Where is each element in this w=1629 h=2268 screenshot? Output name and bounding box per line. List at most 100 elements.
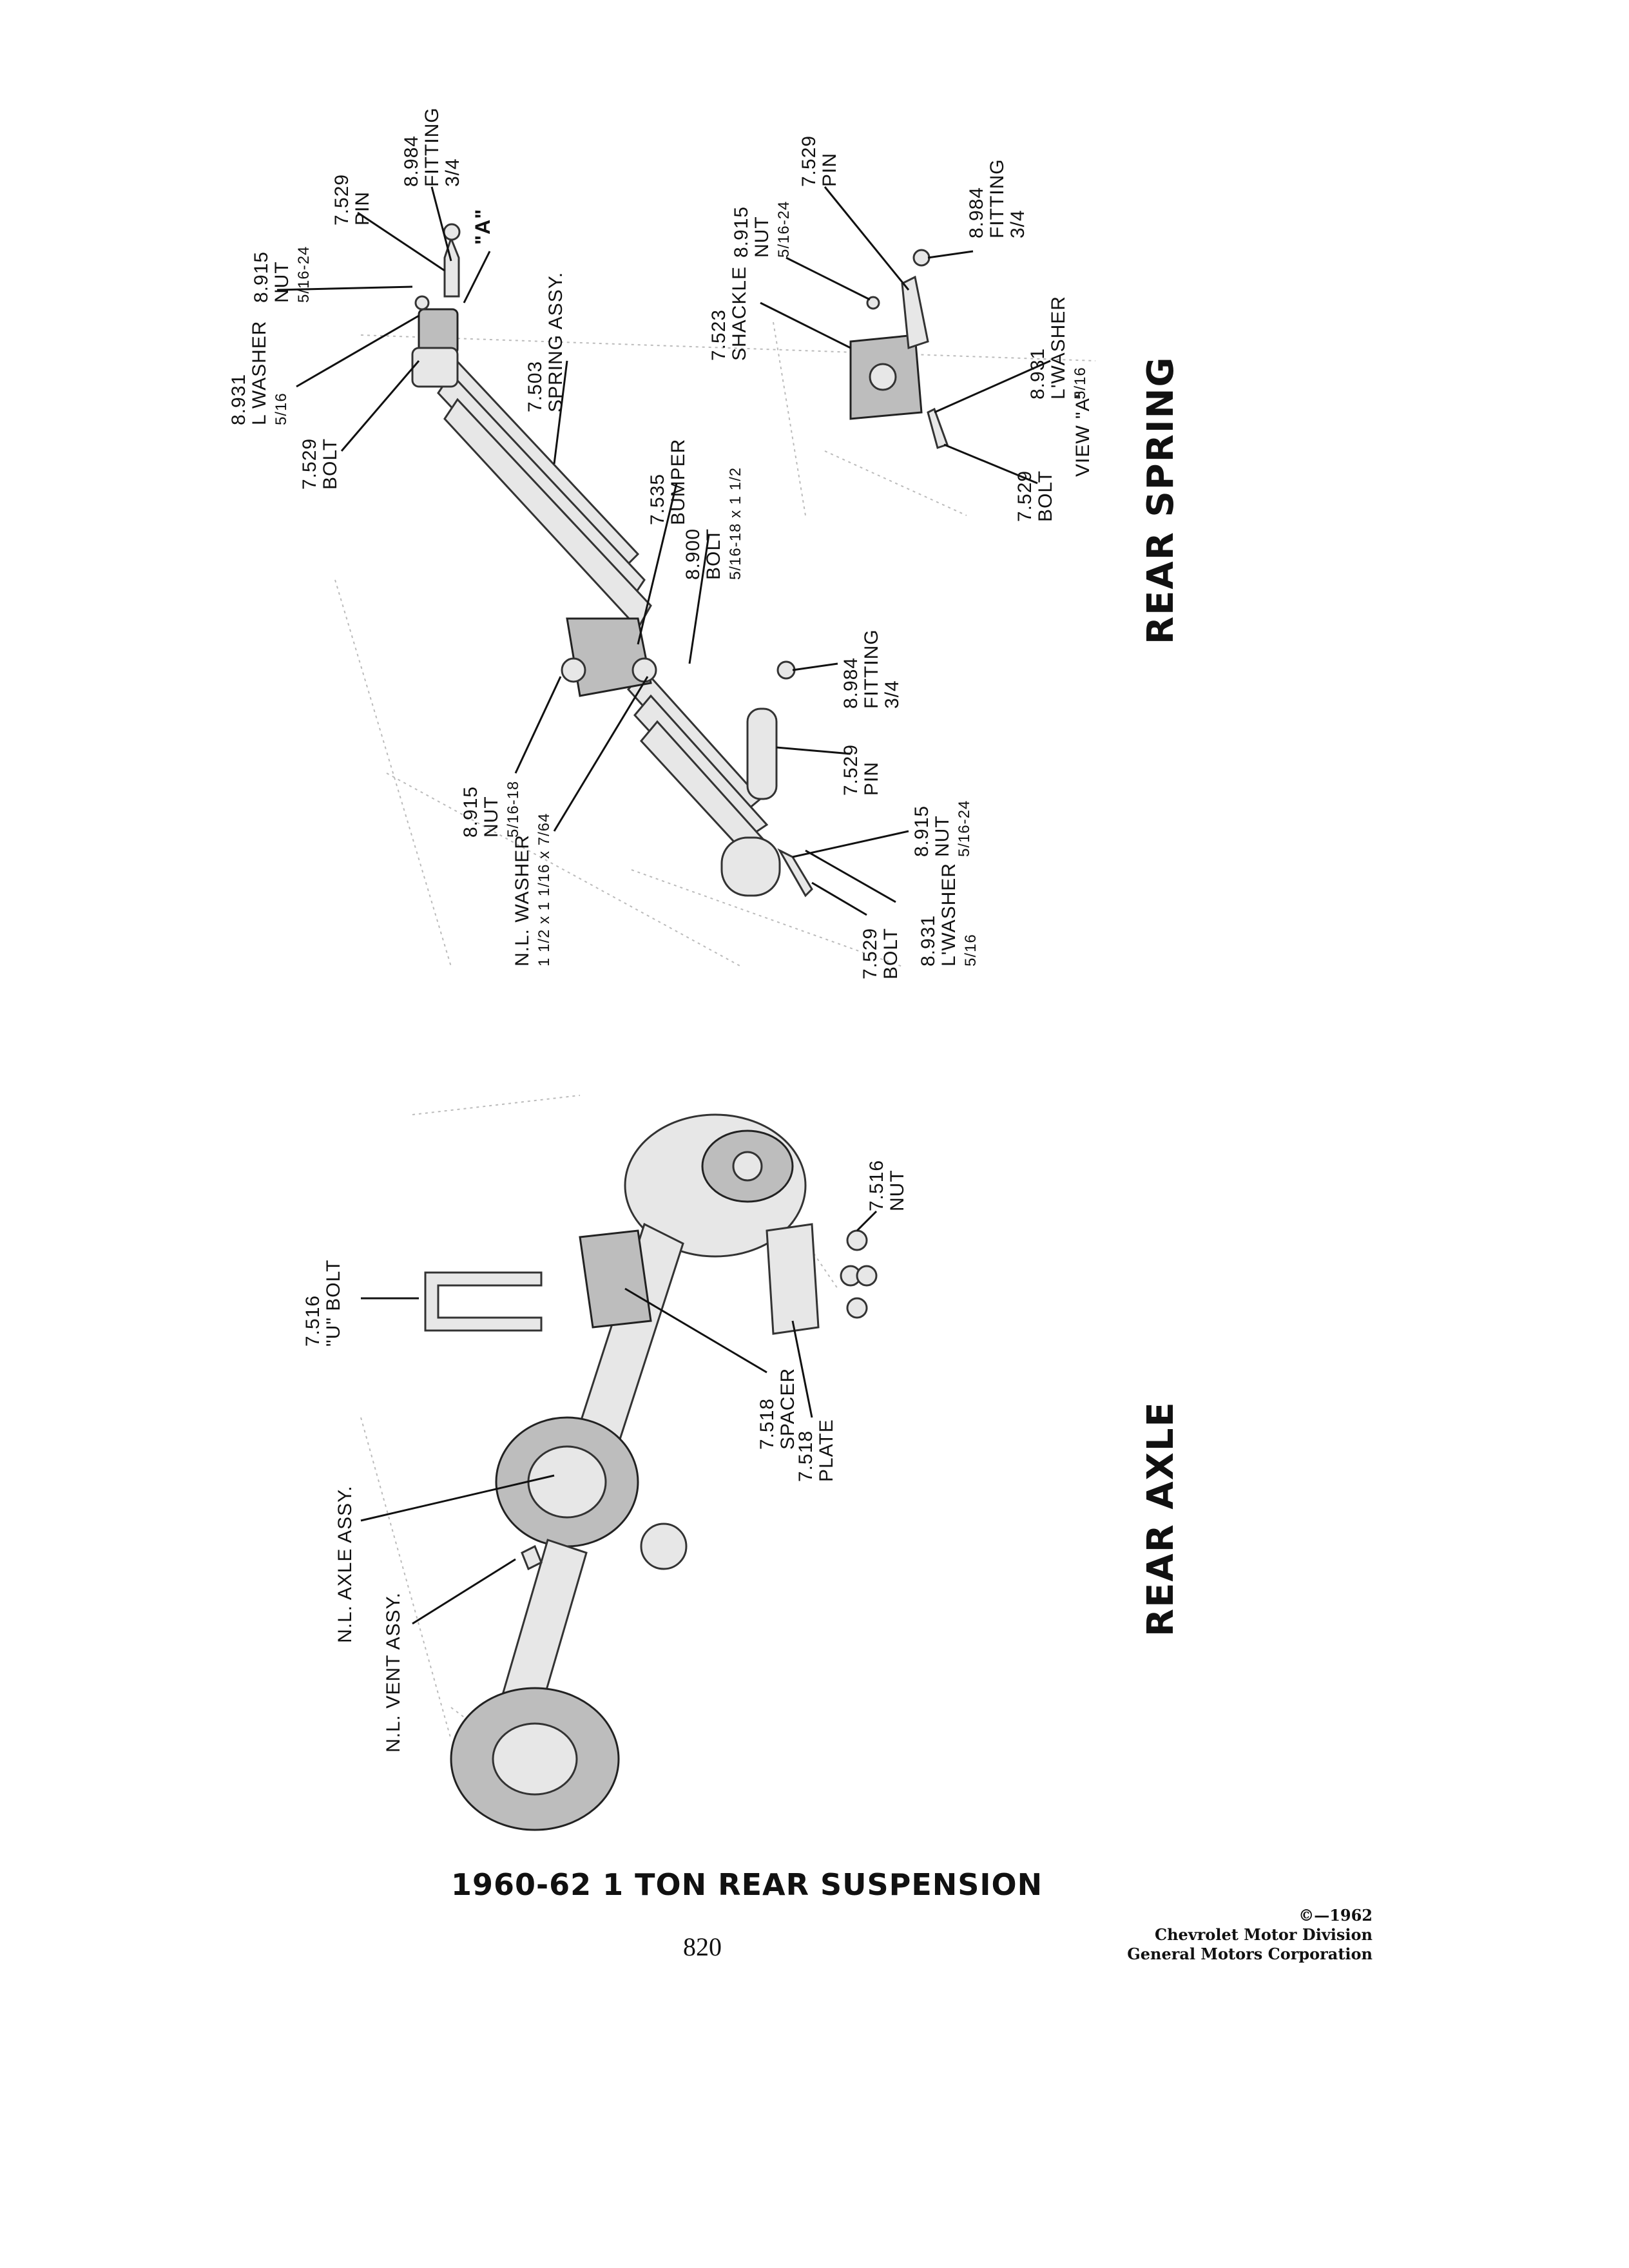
- va-lwasher-8931-size: 5/16: [1072, 367, 1089, 399]
- copyright-block: ©—1962 Chevrolet Motor Division General …: [1089, 1906, 1373, 1964]
- rear-spring-leaders: [276, 186, 1051, 916]
- va-shackle-7523-num: 7.523: [708, 309, 729, 361]
- fitting-8984-top-size: 3/4: [442, 158, 463, 187]
- axle-plate-7518-name: PLATE: [816, 1419, 837, 1482]
- lwasher-8931-top-size: 5/16: [273, 392, 290, 425]
- va-nut-8915-size: 5/16-24: [775, 201, 793, 258]
- axle-nut-7516-num: 7.516: [866, 1160, 887, 1211]
- svg-text:7.529 BOLT: 7.529 BOLT: [1014, 465, 1056, 522]
- nut-8915-low-name: NUT: [932, 816, 953, 857]
- svg-text:7.518 PLATE: 7.518 PLATE: [795, 1419, 837, 1482]
- svg-text:7.529 PIN: 7.529 PIN: [840, 738, 882, 796]
- svg-text:8.915 NUT 5/16-24: 8.915 NUT 5/16-24: [251, 245, 313, 303]
- va-nut-8915-num: 8.915: [731, 206, 752, 258]
- va-pin-7529-num: 7.529: [798, 135, 820, 187]
- nut-8915-top-num: 8.915: [251, 251, 272, 303]
- va-fitting-8984-size: 3/4: [1007, 209, 1028, 238]
- shackle-view-a: [773, 249, 967, 516]
- svg-text:N.L. VENT ASSY.: N.L. VENT ASSY.: [383, 1592, 404, 1753]
- spring-callouts: 8.984 FITTING 3/4 7.529 PIN 8.915 NUT 5/…: [228, 101, 979, 979]
- axle-brake-drum-left: [450, 1687, 620, 1831]
- lwasher-8931-low-num: 8.931: [918, 915, 939, 966]
- axle-nuts: [840, 1229, 878, 1319]
- rear-axle-drawing: [360, 1095, 878, 1831]
- nl-washer-size: 1 1/2 x 1 1/16 x 7/64: [535, 813, 553, 967]
- va-lwasher-8931-name: L'WASHER: [1048, 296, 1069, 399]
- nut-8915-mid-num: 8.915: [460, 786, 481, 838]
- view-a-marker: "A": [471, 209, 494, 245]
- bolt-7529-top-num: 7.529: [299, 438, 320, 490]
- svg-text:7.529 BOLT: 7.529 BOLT: [860, 922, 901, 979]
- fitting-8984-mid-num: 8.984: [840, 657, 862, 709]
- svg-text:8.915 NUT 5/16-24: 8.915 NUT 5/16-24: [731, 200, 793, 258]
- va-shackle-7523-name: SHACKLE: [729, 266, 750, 361]
- section-title-rear-axle: REAR AXLE: [1140, 1401, 1182, 1637]
- axle-housing: [495, 1222, 688, 1709]
- svg-text:7.503 SPRING ASSY.: 7.503 SPRING ASSY.: [525, 272, 566, 412]
- fitting-8984-mid-name: FITTING: [861, 629, 882, 709]
- axle-plate-7518-num: 7.518: [795, 1430, 816, 1482]
- nut-8915-top-name: NUT: [271, 262, 293, 303]
- svg-text:7.529 PIN: 7.529 PIN: [331, 168, 373, 226]
- svg-text:8.984 FITTING 3/4: 8.984 FITTING 3/4: [840, 623, 903, 709]
- lwasher-8931-top-name: L WASHER: [249, 321, 270, 425]
- bumper-7535-name: BUMPER: [668, 439, 689, 525]
- nut-8915-mid-size: 5/16-18: [505, 781, 522, 838]
- axle-nut-7516-name: NUT: [887, 1169, 908, 1211]
- va-fitting-8984-num: 8.984: [966, 187, 987, 238]
- spring-front-hanger: [411, 223, 461, 388]
- svg-text:7.535 BUMPER: 7.535 BUMPER: [647, 439, 689, 525]
- spring-assy-7503-num: 7.503: [525, 361, 546, 412]
- axle-ubolt-7516-num: 7.516: [302, 1295, 323, 1347]
- va-lwasher-8931-num: 8.931: [1027, 348, 1048, 399]
- svg-text:8.984 FITTING 3/4: 8.984 FITTING 3/4: [401, 101, 463, 187]
- section-title-rear-spring: REAR SPRING: [1140, 356, 1182, 645]
- pin-7529-mid-num: 7.529: [840, 744, 862, 796]
- spring-assy-7503-name: SPRING ASSY.: [545, 272, 566, 412]
- lwasher-8931-low-name: L'WASHER: [938, 863, 959, 966]
- svg-text:8.900 BOLT 5/16-18: 8.900 BOLT 5/16-18 x 1 1/2: [682, 467, 744, 580]
- svg-text:7.518 SPACER: 7.518 SPACER: [757, 1368, 798, 1450]
- svg-text:7.516 "U" BOLT: 7.516 "U" BOLT: [302, 1260, 344, 1347]
- pin-7529-mid-name: PIN: [861, 762, 882, 796]
- bolt-7529-top-name: BOLT: [320, 438, 341, 490]
- axle-brake-drum-right: [624, 1113, 807, 1258]
- axle-vent: [521, 1544, 543, 1571]
- svg-text:7.529 BOLT: 7.529 BOLT: [299, 432, 341, 490]
- axle-assy-label: N.L. AXLE ASSY.: [334, 1485, 356, 1643]
- fitting-8984-top-name: FITTING: [421, 107, 443, 187]
- va-pin-7529-name: PIN: [819, 153, 840, 187]
- page-number: 820: [683, 1932, 722, 1961]
- bolt-7529-low-num: 7.529: [860, 928, 881, 979]
- svg-text:8.931 L WASHER 5/1: 8.931 L WASHER 5/16: [228, 314, 290, 425]
- rear-spring-drawing: [334, 223, 1096, 967]
- nut-8915-low-size: 5/16-24: [956, 800, 973, 857]
- bolt-8900-size: 5/16-18 x 1 1/2: [727, 467, 744, 580]
- vent-assy-label: N.L. VENT ASSY.: [383, 1592, 404, 1753]
- view-a-caption: VIEW "A": [1072, 390, 1094, 477]
- view-a-callouts: 7.529 PIN 8.915 NUT 5/16-24 8.984 FITTIN…: [708, 130, 1094, 522]
- bolt-8900-num: 8.900: [682, 528, 704, 580]
- pin-7529-top-name: PIN: [352, 191, 373, 226]
- axle-ubolt-7516-name: "U" BOLT: [323, 1260, 344, 1347]
- axle-spacer-7518-num: 7.518: [757, 1398, 778, 1450]
- lwasher-8931-top-num: 8.931: [228, 374, 249, 425]
- rear-axle-leaders: [360, 1210, 878, 1625]
- svg-text:8.931 L'WASHER 5/1: 8.931 L'WASHER 5/16: [1027, 290, 1089, 399]
- svg-text:N.L. AXLE ASSY.: N.L. AXLE ASSY.: [334, 1485, 356, 1643]
- page-title: 1960-62 1 TON REAR SUSPENSION: [451, 1867, 1043, 1902]
- axle-spacer-7518-name: SPACER: [777, 1368, 798, 1450]
- svg-text:8.931 L'WASHER 5/1: 8.931 L'WASHER 5/16: [918, 857, 979, 966]
- svg-text:7.529 PIN: 7.529 PIN: [798, 130, 840, 187]
- axle-spacer: [579, 1229, 652, 1329]
- svg-text:"A": "A": [471, 209, 494, 245]
- va-bolt-7529-num: 7.529: [1014, 470, 1036, 522]
- axle-callouts: 7.516 NUT 7.516 "U" BOLT 7.518 SPACER 7.…: [302, 1160, 908, 1753]
- bolt-8900-name: BOLT: [703, 528, 724, 580]
- lwasher-8931-low-size: 5/16: [962, 934, 979, 966]
- nut-8915-mid-name: NUT: [481, 796, 502, 838]
- svg-text:8.915 NUT 5/16-24: 8.915 NUT 5/16-24: [911, 800, 973, 857]
- bumper-7535-num: 7.535: [647, 474, 668, 525]
- nl-washer-name: N.L. WASHER: [512, 834, 533, 966]
